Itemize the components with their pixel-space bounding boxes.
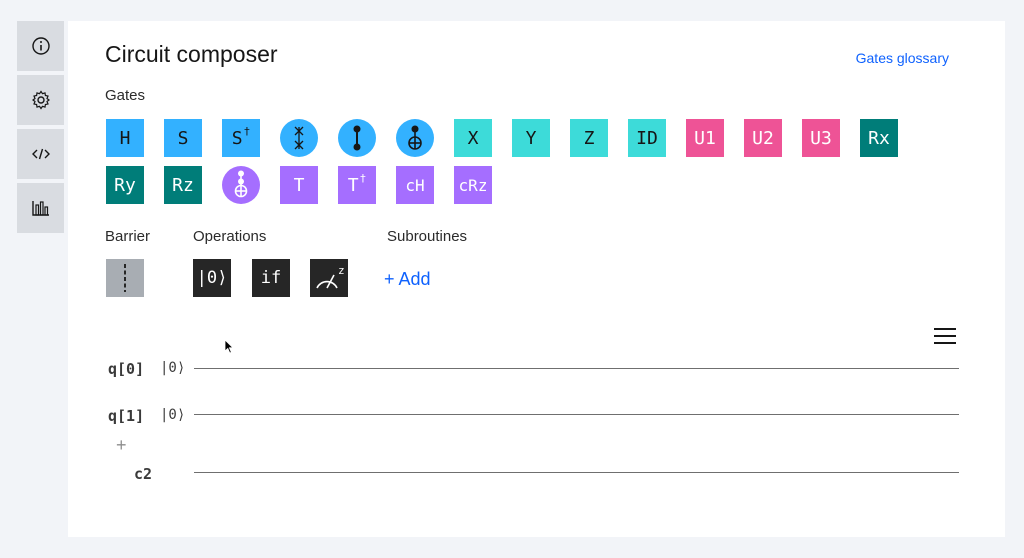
mouse-cursor-icon [224, 339, 234, 354]
measure-button[interactable]: z [310, 259, 348, 297]
reset-button[interactable]: |0⟩ [193, 259, 231, 297]
code-icon [31, 148, 50, 160]
gate-swap[interactable] [280, 119, 318, 157]
hamburger-menu-icon[interactable] [934, 328, 956, 344]
cnot-icon [408, 125, 422, 150]
gates-glossary-link[interactable]: Gates glossary [855, 50, 949, 66]
gate-ry[interactable]: Ry [106, 166, 144, 204]
gate-crz[interactable]: cRz [454, 166, 492, 204]
cz-icon [353, 125, 361, 151]
gate-toffoli[interactable] [222, 166, 260, 204]
classical-label-0: c2 [134, 465, 153, 483]
if-button[interactable]: if [252, 259, 290, 297]
gate-sdg[interactable]: S† [222, 119, 260, 157]
svg-text:z: z [338, 264, 345, 277]
qubit-init-0[interactable]: |0⟩ [160, 360, 186, 376]
settings-button[interactable] [17, 75, 64, 125]
gear-icon [31, 90, 50, 110]
gate-u3[interactable]: U3 [802, 119, 840, 157]
qubit-label-0: q[0] [108, 360, 145, 378]
gate-ch[interactable]: cH [396, 166, 434, 204]
bar-chart-icon [31, 201, 49, 216]
gate-rz[interactable]: Rz [164, 166, 202, 204]
measure-icon: z [316, 264, 345, 289]
barrier-button[interactable] [106, 259, 144, 297]
qubit-init-1[interactable]: |0⟩ [160, 407, 186, 423]
gate-t[interactable]: T [280, 166, 318, 204]
subroutines-label: Subroutines [387, 228, 468, 245]
gate-row-2: Ry Rz T T† cH cRz [106, 166, 926, 204]
add-qubit-button[interactable]: + [116, 435, 127, 455]
visualizations-button[interactable] [17, 183, 64, 233]
gate-row-1: H S S† [106, 119, 926, 157]
page-title: Circuit composer [105, 41, 278, 67]
gates-palette: H S S† [106, 119, 926, 213]
gate-tdg[interactable]: T† [338, 166, 376, 204]
gate-id[interactable]: ID [628, 119, 666, 157]
barrier-icon [124, 264, 126, 292]
gate-x[interactable]: X [454, 119, 492, 157]
qubit-label-1: q[1] [108, 407, 145, 425]
code-button[interactable] [17, 129, 64, 179]
gate-h[interactable]: H [106, 119, 144, 157]
swap-icon [294, 126, 304, 150]
gate-cz[interactable] [338, 119, 376, 157]
gate-z[interactable]: Z [570, 119, 608, 157]
gate-u2[interactable]: U2 [744, 119, 782, 157]
gates-label: Gates [105, 87, 146, 104]
operations-label: Operations [193, 228, 267, 245]
gate-rx[interactable]: Rx [860, 119, 898, 157]
composer-panel: Circuit composer Gates glossary Gates H … [68, 21, 1005, 537]
info-button[interactable] [17, 21, 64, 71]
sidebar [17, 21, 64, 237]
qubit-wire-0[interactable] [194, 368, 959, 369]
toffoli-icon [234, 170, 248, 198]
info-icon [31, 37, 50, 55]
add-subroutine-link[interactable]: + Add [384, 269, 431, 289]
classical-wire-0[interactable] [194, 472, 959, 473]
gate-s[interactable]: S [164, 119, 202, 157]
gate-cnot[interactable] [396, 119, 434, 157]
gate-y[interactable]: Y [512, 119, 550, 157]
qubit-wire-1[interactable] [194, 414, 959, 415]
barrier-label: Barrier [105, 228, 151, 245]
gate-u1[interactable]: U1 [686, 119, 724, 157]
